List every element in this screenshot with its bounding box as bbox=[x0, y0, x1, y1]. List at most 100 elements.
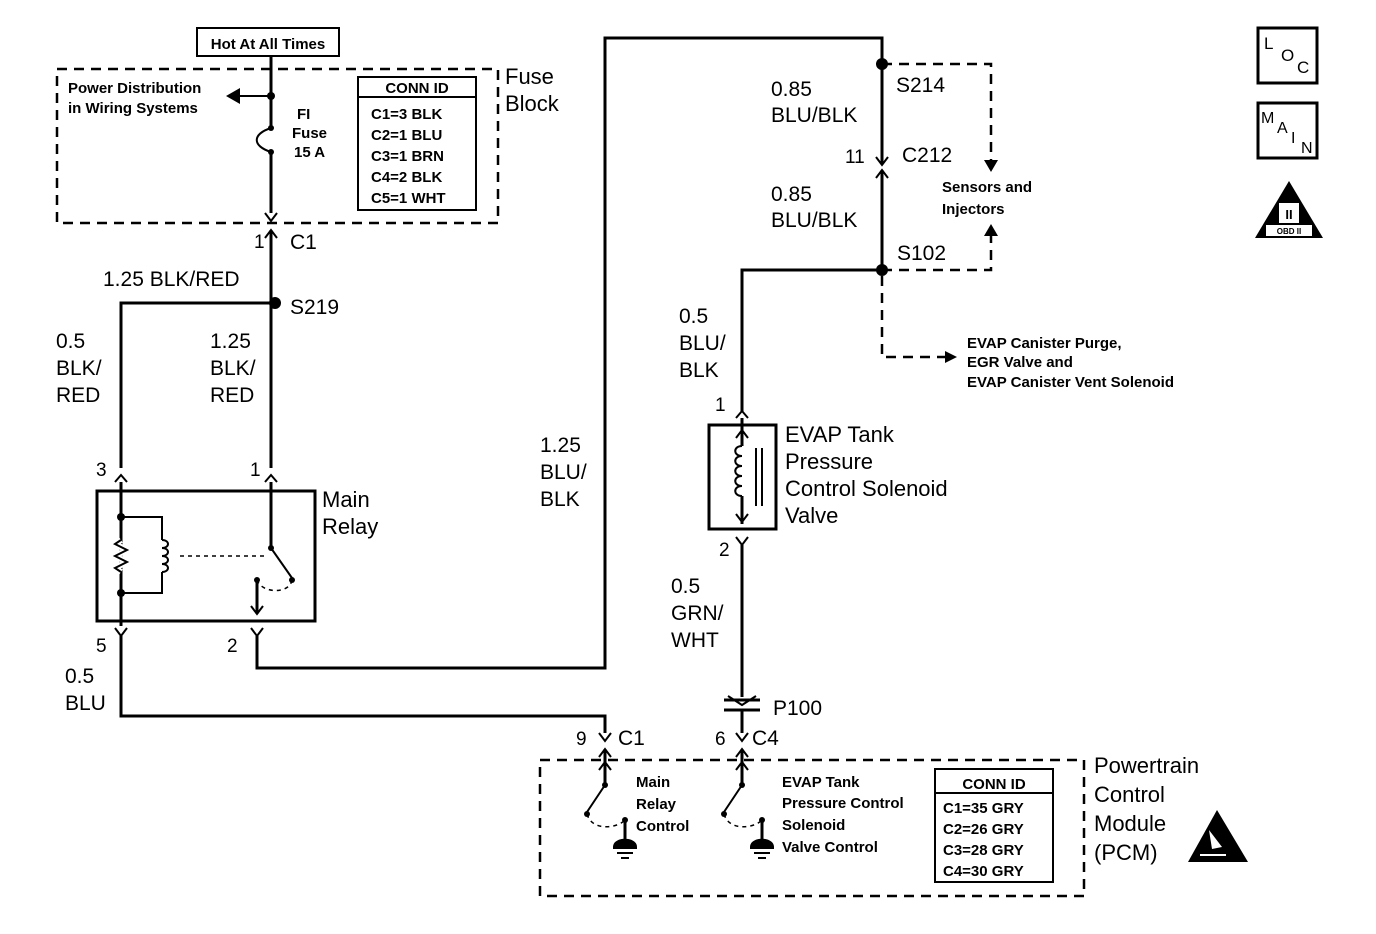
svg-text:O: O bbox=[1281, 46, 1294, 65]
wire-relay-ctrl-1: 0.5 bbox=[65, 665, 94, 688]
pcm-title-2: Control bbox=[1094, 782, 1165, 807]
sensors-label-1: Sensors and bbox=[942, 179, 1032, 196]
arrow-right-icon bbox=[945, 351, 957, 363]
hot-at-all-times-label: Hot At All Times bbox=[211, 36, 325, 53]
fuse-conn-id-row: C4=2 BLK bbox=[371, 169, 442, 186]
wire-main-feed: 1.25 BLK/RED bbox=[103, 268, 240, 291]
fuse-name: FI bbox=[297, 106, 310, 123]
pcm-title-1: Powertrain bbox=[1094, 753, 1199, 778]
svg-text:A: A bbox=[1277, 120, 1288, 137]
power-distribution-label-2: in Wiring Systems bbox=[68, 100, 198, 117]
pcm-relay-switch-icon bbox=[586, 784, 606, 813]
connector-pin-icon bbox=[264, 473, 278, 483]
wire-right-feed-1: 1.25 bbox=[210, 330, 251, 353]
solenoid-coil-icon bbox=[734, 445, 743, 497]
fuse-conn-id-table bbox=[357, 76, 477, 211]
wire-c212-1: 0.85 bbox=[771, 183, 812, 206]
wire-solenoid-in-3: BLK bbox=[679, 359, 719, 382]
obd-ii-icon: II OBD II bbox=[1255, 181, 1323, 238]
wire-c212-2: BLU/BLK bbox=[771, 209, 857, 232]
c212-pin: 11 bbox=[845, 147, 865, 168]
pcm-conn-id-table bbox=[934, 768, 1054, 883]
pcm-conn-id-row: C1=35 GRY bbox=[943, 800, 1024, 817]
connector-p100: P100 bbox=[773, 697, 822, 720]
pcm-connector-c4: C4 bbox=[752, 727, 779, 750]
solenoid-title-4: Valve bbox=[785, 503, 838, 528]
fuse-rating: 15 A bbox=[294, 144, 325, 161]
connector-pin-icon bbox=[875, 156, 889, 167]
fuse-conn-id-row: C1=3 BLK bbox=[371, 106, 442, 123]
fuse-block: Hot At All Times Fuse Block Power Distri… bbox=[55, 27, 560, 254]
relay-control-label-1: Main bbox=[636, 774, 670, 791]
relay-pin-5: 5 bbox=[96, 636, 107, 657]
connector-pin-icon bbox=[250, 627, 264, 638]
wire-left-feed-2: BLK/ bbox=[56, 357, 102, 380]
hot-at-all-times-box bbox=[196, 27, 340, 57]
solenoid-control-label-2: Pressure Control bbox=[782, 795, 904, 812]
fuse-label: Fuse bbox=[292, 125, 327, 142]
pcm-pin-6: 6 bbox=[715, 729, 726, 750]
fuse-pin-number: 1 bbox=[254, 232, 265, 253]
loc-icon: L O C bbox=[1256, 26, 1319, 85]
evap-purge-label-3: EVAP Canister Vent Solenoid bbox=[967, 374, 1174, 391]
connector-pin-icon bbox=[264, 212, 278, 223]
fuse-conn-id-title: CONN ID bbox=[385, 80, 449, 97]
fuse-icon bbox=[255, 127, 272, 153]
wire-s214-2: BLU/BLK bbox=[771, 104, 857, 127]
svg-text:L: L bbox=[1264, 34, 1273, 53]
wire-relay-out-2: BLU/ bbox=[540, 461, 587, 484]
fuse-conn-id-row: C2=1 BLU bbox=[371, 127, 442, 144]
svg-text:OBD II: OBD II bbox=[1277, 227, 1301, 236]
pcm-pin-9: 9 bbox=[576, 729, 587, 750]
fuse-connector-c1: C1 bbox=[290, 231, 317, 254]
relay-title-2: Relay bbox=[322, 514, 378, 539]
connector-pin-icon bbox=[598, 732, 612, 743]
fuse-conn-id-row: C3=1 BRN bbox=[371, 148, 444, 165]
relay-pin-3: 3 bbox=[96, 460, 107, 481]
relay-coil-icon bbox=[161, 539, 169, 573]
ground-icon bbox=[613, 838, 637, 859]
relay-pin-2: 2 bbox=[227, 636, 238, 657]
pcm-solenoid-switch-icon bbox=[723, 784, 743, 813]
wire-solenoid-in-2: BLU/ bbox=[679, 332, 726, 355]
relay-pin-1: 1 bbox=[250, 460, 261, 481]
wire-s214-1: 0.85 bbox=[771, 78, 812, 101]
fuse-block-title-2: Block bbox=[505, 91, 560, 116]
esd-warning-icon bbox=[1188, 810, 1248, 862]
relay-control-label-3: Control bbox=[636, 818, 689, 835]
power-distribution-label-1: Power Distribution bbox=[68, 80, 201, 97]
fuse-block-outline bbox=[55, 67, 500, 225]
wire-solenoid-out-1: 0.5 bbox=[671, 575, 700, 598]
connector-pin-icon bbox=[114, 473, 128, 483]
solenoid-title-2: Pressure bbox=[785, 449, 873, 474]
pcm-outline bbox=[538, 758, 1086, 898]
pcm-conn-id-title: CONN ID bbox=[962, 776, 1026, 793]
svg-text:II: II bbox=[1285, 207, 1292, 222]
wire-relay-out-1: 1.25 bbox=[540, 434, 581, 457]
pcm-conn-id-row: C3=28 GRY bbox=[943, 842, 1024, 859]
svg-text:N: N bbox=[1301, 140, 1313, 157]
pcm-conn-id-row: C2=26 GRY bbox=[943, 821, 1024, 838]
fuse-conn-id-row: C5=1 WHT bbox=[371, 190, 446, 207]
wire-right-feed-3: RED bbox=[210, 384, 254, 407]
connector-c212: C212 bbox=[902, 144, 952, 167]
solenoid-control-label-4: Valve Control bbox=[782, 839, 878, 856]
main-icon: M A I N bbox=[1256, 101, 1319, 160]
wire-left-feed-1: 0.5 bbox=[56, 330, 85, 353]
wire-relay-out-3: BLK bbox=[540, 488, 580, 511]
solenoid-title-1: EVAP Tank bbox=[785, 422, 895, 447]
wire-right-feed-2: BLK/ bbox=[210, 357, 256, 380]
solenoid-pin-2: 2 bbox=[719, 540, 730, 561]
arrow-left-icon bbox=[226, 88, 240, 104]
solenoid-control-label-3: Solenoid bbox=[782, 817, 845, 834]
wire-solenoid-in-1: 0.5 bbox=[679, 305, 708, 328]
arrow-down-icon bbox=[984, 160, 998, 172]
svg-text:I: I bbox=[1291, 130, 1295, 147]
connector-pin-icon bbox=[735, 732, 749, 743]
evap-solenoid: 1 EVAP Tank Pressure Control Solenoid Va… bbox=[671, 395, 948, 733]
svg-text:C: C bbox=[1297, 58, 1309, 77]
connector-pin-icon bbox=[114, 627, 128, 638]
relay-title-1: Main bbox=[322, 487, 370, 512]
connector-pin-icon bbox=[735, 536, 749, 547]
wire-solenoid-out-2: GRN/ bbox=[671, 602, 724, 625]
